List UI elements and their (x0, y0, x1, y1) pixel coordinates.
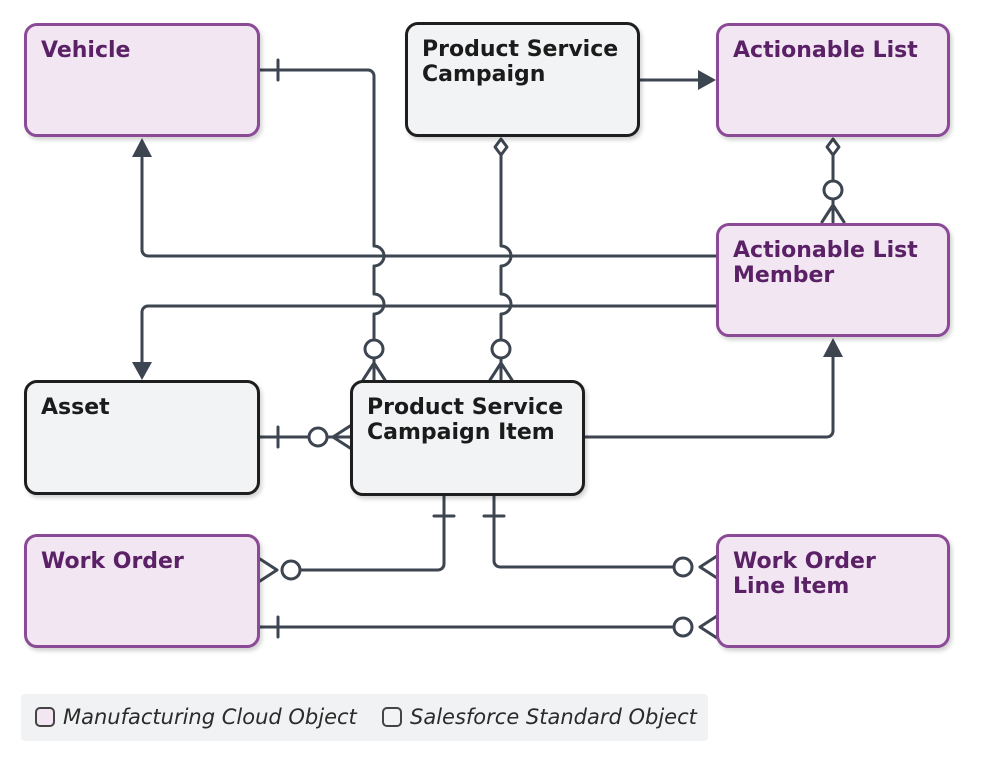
arrowhead-vehicle (132, 138, 152, 157)
crowfoot-woli-psci (698, 554, 719, 580)
entity-actionable-list-label: Actionable List (733, 38, 918, 63)
crowfoot-woli-wo (698, 614, 719, 640)
legend-label-manufacturing: Manufacturing Cloud Object (63, 705, 357, 729)
line-alm-vehicle (140, 156, 719, 258)
diamond-psc (493, 137, 509, 157)
entity-work-order[interactable]: Work Order (24, 534, 260, 648)
entity-product-service-campaign-item[interactable]: Product Service Campaign Item (350, 380, 585, 496)
entity-vehicle[interactable]: Vehicle (24, 23, 260, 137)
entity-actionable-list-member-label: Actionable List Member (733, 238, 918, 288)
legend-label-standard: Salesforce Standard Object (410, 705, 697, 729)
crowfoot-psci-asset (331, 424, 352, 450)
entity-asset[interactable]: Asset (24, 380, 260, 495)
entity-actionable-list[interactable]: Actionable List (716, 23, 950, 137)
diamond-al (825, 137, 841, 157)
line-vehicle-psci (258, 68, 386, 382)
zero-circle-wo (280, 559, 302, 581)
manufacturing-swatch-icon (35, 707, 55, 727)
zero-circle-psci-vehicle (363, 338, 385, 360)
entity-product-service-campaign[interactable]: Product Service Campaign (405, 22, 640, 137)
entity-product-service-campaign-item-label: Product Service Campaign Item (367, 395, 564, 445)
crowfoot-psci-psc (488, 361, 514, 382)
crowfoot-wo (258, 557, 279, 583)
entity-work-order-label: Work Order (41, 549, 184, 574)
legend: Manufacturing Cloud Object Salesforce St… (21, 694, 708, 741)
standard-swatch-icon (382, 707, 402, 727)
entity-work-order-line-item-label: Work Order Line Item (733, 549, 876, 599)
zero-circle-alm (822, 179, 844, 201)
zero-circle-psci-asset (307, 426, 329, 448)
arrowhead-asset (132, 362, 152, 380)
line-psci-work-order (298, 494, 446, 572)
entity-actionable-list-member[interactable]: Actionable List Member (716, 223, 950, 337)
zero-circle-woli-wo (672, 616, 694, 638)
zero-circle-woli-psci (672, 556, 694, 578)
arrowhead-actionable-list (698, 70, 716, 90)
entity-vehicle-label: Vehicle (41, 38, 131, 63)
arrowhead-alm (823, 338, 843, 357)
entity-product-service-campaign-label: Product Service Campaign (422, 37, 619, 87)
line-psci-alm (583, 354, 835, 439)
line-psc-psci (499, 145, 513, 382)
legend-item-manufacturing: Manufacturing Cloud Object (35, 705, 357, 729)
entity-asset-label: Asset (41, 395, 110, 420)
line-alm-asset (140, 304, 719, 367)
legend-item-standard: Salesforce Standard Object (382, 705, 697, 729)
line-psci-woli (492, 494, 676, 569)
entity-work-order-line-item[interactable]: Work Order Line Item (716, 534, 950, 648)
crowfoot-psci-vehicle (361, 361, 387, 382)
zero-circle-psci-psc (490, 338, 512, 360)
crowfoot-alm (820, 203, 846, 224)
